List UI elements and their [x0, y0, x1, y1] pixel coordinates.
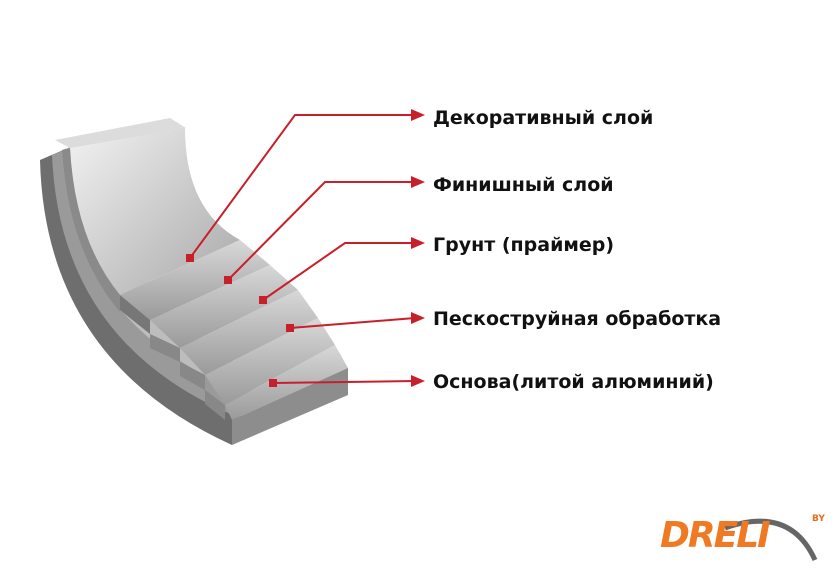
pointer-lines — [189, 114, 416, 384]
top-edge — [55, 118, 186, 148]
base-front — [232, 368, 348, 445]
label-finish-layer: Финишный слой — [433, 174, 614, 196]
arrowhead-icon — [411, 375, 425, 387]
label-decorative-layer: Декоративный слой — [433, 107, 654, 129]
pointer-3 — [262, 242, 415, 301]
step-3 — [180, 290, 318, 375]
pointer-1 — [189, 114, 415, 259]
arrowheads — [186, 109, 425, 387]
pointer-2 — [227, 181, 415, 281]
pointer-anchor — [286, 324, 294, 332]
logo-suffix: BY — [812, 514, 825, 524]
step-2 — [150, 265, 298, 348]
step-2-riser — [150, 334, 180, 362]
step-1-riser — [120, 295, 150, 334]
arrowhead-icon — [411, 237, 425, 249]
pointer-5 — [272, 380, 416, 384]
step-4-riser — [205, 390, 225, 420]
pointer-anchor — [269, 379, 277, 387]
dreli-logo: DRELI — [660, 515, 771, 556]
label-base: Основа(литой алюминий) — [433, 371, 714, 393]
pointer-anchor — [186, 254, 194, 262]
inner-surface — [70, 128, 240, 295]
step-1 — [120, 240, 270, 320]
arrowhead-icon — [411, 109, 425, 121]
step-3-riser — [180, 362, 205, 390]
pointer-4 — [289, 317, 416, 329]
arrowhead-icon — [411, 176, 425, 188]
logo-swoosh — [724, 518, 818, 562]
pointer-anchor — [224, 276, 232, 284]
pointer-anchor — [259, 296, 267, 304]
label-primer: Грунт (праймер) — [433, 234, 615, 256]
label-sandblasting: Пескоструйная обработка — [433, 308, 722, 330]
arrowhead-icon — [411, 312, 425, 324]
inner-edge — [62, 148, 120, 312]
step-4 — [205, 318, 335, 405]
